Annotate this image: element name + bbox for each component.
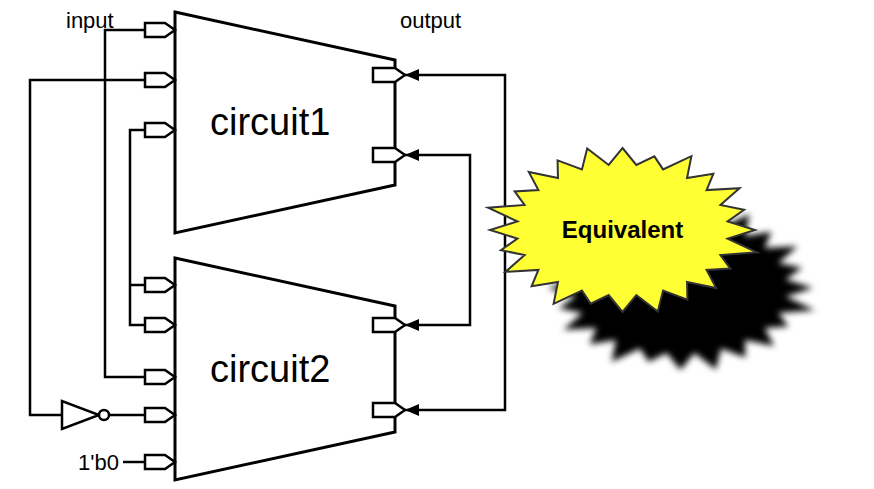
output-port: [373, 318, 405, 332]
burst-outline: [488, 148, 757, 312]
input-wire: [105, 30, 145, 377]
input-wire: [130, 130, 145, 325]
trapezoid-outline: [175, 12, 395, 233]
trapezoid-outline: [175, 258, 395, 480]
input-port: [145, 278, 175, 292]
input-port: [145, 73, 175, 87]
input-wire: [30, 80, 145, 415]
circuit-block: circuit2: [175, 258, 395, 480]
output-compare-wire: [405, 75, 505, 410]
input-port: [145, 23, 175, 37]
output-compare-wire: [405, 155, 470, 325]
input-port: [145, 318, 175, 332]
circuit-name: circuit2: [210, 348, 330, 391]
circuit-block: circuit1: [175, 12, 395, 233]
input-port: [145, 408, 175, 422]
input-port: [145, 123, 175, 137]
inverter-triangle: [62, 401, 99, 429]
constant-wire: [123, 461, 145, 464]
equivalence-text: Equivalent: [562, 216, 683, 244]
inverter-symbol: [62, 401, 109, 429]
port-group-label: input: [66, 8, 114, 34]
input-port: [145, 370, 175, 384]
constant-label: 1'b0: [78, 450, 119, 476]
equivalence-burst: Equivalent: [490, 148, 755, 312]
output-port: [373, 403, 405, 417]
inverter-bubble: [99, 410, 109, 420]
port-group-label: output: [400, 8, 461, 34]
circuit-name: circuit1: [210, 101, 330, 144]
input-port: [145, 455, 175, 469]
output-port: [373, 68, 405, 82]
output-port: [373, 148, 405, 162]
